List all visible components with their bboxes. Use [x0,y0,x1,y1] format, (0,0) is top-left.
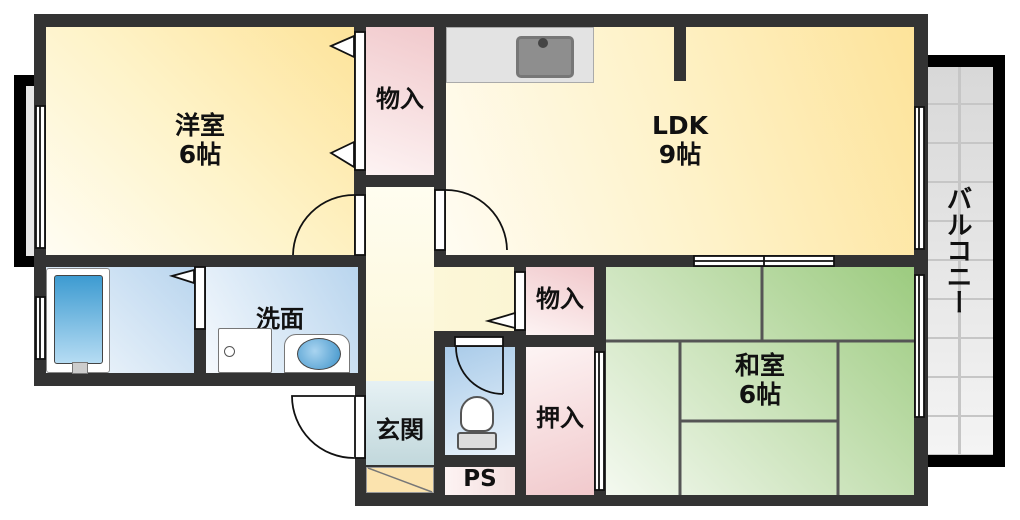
ldk-size: 9帖 [658,139,702,169]
toilet-icon [460,396,494,432]
closet-mid [526,267,594,335]
ldk-name: LDK [651,111,709,140]
western-room-label: 洋室 6帖 [150,111,250,170]
oshiire-label: 押入 [536,404,584,432]
washer-drain-icon [224,346,235,357]
balcony [927,67,993,455]
japanese-room [606,267,914,495]
wash-basin-icon [297,338,341,370]
entrance [366,381,434,465]
western-room [46,27,354,255]
closet-top-label: 物入 [376,85,424,113]
ldk-label: LDK 9帖 [620,111,740,170]
ldk-wall-stub [674,27,686,81]
closet-top [366,27,434,175]
closet-mid-label: 物入 [536,285,584,313]
hallway [366,187,434,383]
japanese-room-size: 6帖 [738,379,782,409]
western-room-size: 6帖 [178,139,222,169]
bath-faucet-icon [72,362,88,374]
balcony-label: バルコニー [942,185,972,315]
bathtub-water [54,275,103,364]
oshiire [526,347,594,495]
pipe-space [445,467,515,495]
western-room-name: 洋室 [174,111,225,140]
faucet-icon [538,38,548,48]
japanese-room-label: 和室 6帖 [710,351,810,410]
toilet-tank-icon [457,432,497,450]
pipe-space-label: PS [463,466,497,492]
entrance-label: 玄関 [376,416,424,444]
japanese-room-name: 和室 [734,351,785,380]
